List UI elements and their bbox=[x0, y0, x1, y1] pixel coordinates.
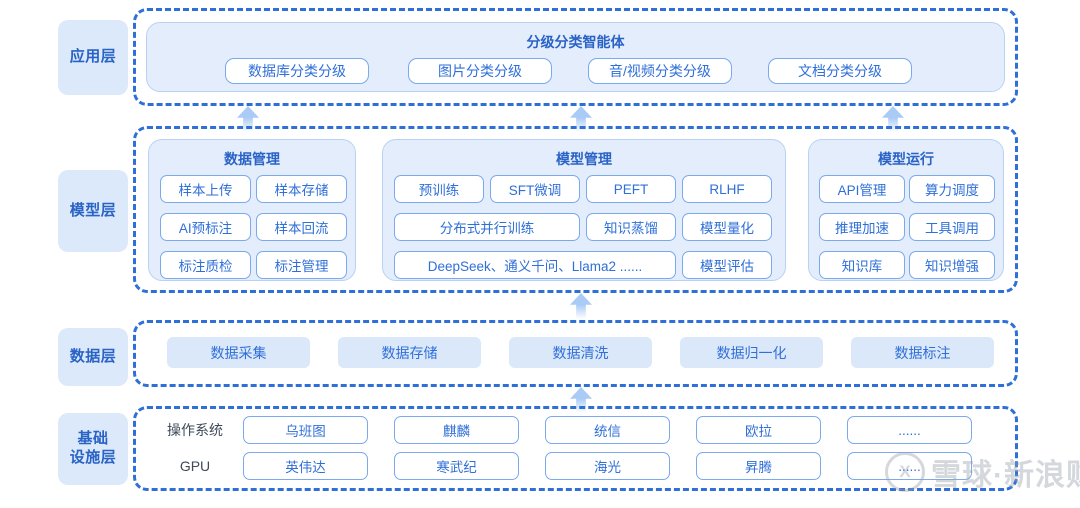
infrastructure-gpu-cambricon[interactable]: 寒武纪 bbox=[394, 452, 519, 480]
data-layer-container bbox=[133, 320, 1018, 387]
layer-label-infrastructure-line2: 设施层 bbox=[69, 449, 117, 466]
model-item-pretrain[interactable]: 预训练 bbox=[394, 175, 484, 203]
infrastructure-gpu-ascend[interactable]: 昇腾 bbox=[696, 452, 821, 480]
data-item-storage[interactable]: 数据存储 bbox=[338, 337, 481, 368]
model-item-evaluation[interactable]: 模型评估 bbox=[682, 251, 772, 279]
panel-intelligent-agent-title: 分级分类智能体 bbox=[526, 34, 625, 50]
layer-label-data: 数据层 bbox=[58, 328, 128, 386]
model-item-ai-prelabeling[interactable]: AI预标注 bbox=[160, 213, 251, 241]
app-item-document[interactable]: 文档分类分级 bbox=[768, 58, 912, 84]
model-item-rlhf[interactable]: RLHF bbox=[682, 175, 772, 203]
model-item-sft[interactable]: SFT微调 bbox=[490, 175, 580, 203]
model-item-foundation-models[interactable]: DeepSeek、通义千问、Llama2 ...... bbox=[394, 251, 676, 279]
model-item-distributed-training[interactable]: 分布式并行训练 bbox=[394, 213, 580, 241]
model-item-sample-upload[interactable]: 样本上传 bbox=[160, 175, 251, 203]
model-item-tool-calling[interactable]: 工具调用 bbox=[909, 213, 995, 241]
infrastructure-os-kylin[interactable]: 麒麟 bbox=[394, 416, 519, 444]
panel-data-management-title: 数据管理 bbox=[224, 151, 280, 167]
panel-model-management-title: 模型管理 bbox=[556, 151, 612, 167]
model-item-knowledge-base[interactable]: 知识库 bbox=[819, 251, 905, 279]
layer-label-infrastructure: 基础 设施层 bbox=[58, 413, 128, 485]
arrow-data-to-model bbox=[570, 293, 592, 319]
app-item-audio-video[interactable]: 音/视频分类分级 bbox=[588, 58, 732, 84]
model-item-api-management[interactable]: API管理 bbox=[819, 175, 905, 203]
model-item-inference-acceleration[interactable]: 推理加速 bbox=[819, 213, 905, 241]
infrastructure-gpu-more[interactable]: ...... bbox=[847, 452, 972, 480]
data-item-labeling[interactable]: 数据标注 bbox=[851, 337, 994, 368]
infrastructure-gpu-nvidia[interactable]: 英伟达 bbox=[243, 452, 368, 480]
application-layer-container bbox=[133, 8, 1018, 106]
model-item-peft[interactable]: PEFT bbox=[586, 175, 676, 203]
panel-model-runtime-title: 模型运行 bbox=[878, 151, 934, 167]
data-item-normalization[interactable]: 数据归一化 bbox=[680, 337, 823, 368]
model-item-label-management[interactable]: 标注管理 bbox=[256, 251, 347, 279]
model-item-knowledge-distillation[interactable]: 知识蒸馏 bbox=[586, 213, 676, 241]
layer-label-application: 应用层 bbox=[58, 20, 128, 95]
data-item-collection[interactable]: 数据采集 bbox=[167, 337, 310, 368]
model-layer-container bbox=[133, 126, 1018, 293]
layer-label-data-text: 数据层 bbox=[69, 347, 117, 365]
layer-label-model: 模型层 bbox=[58, 170, 128, 252]
layer-label-application-text: 应用层 bbox=[69, 48, 117, 66]
infrastructure-layer-container bbox=[133, 406, 1018, 491]
infrastructure-category-gpu: GPU bbox=[179, 458, 211, 474]
model-item-sample-reflow[interactable]: 样本回流 bbox=[256, 213, 347, 241]
layer-label-model-text: 模型层 bbox=[69, 201, 117, 219]
layer-label-infrastructure-line1: 基础 bbox=[77, 430, 109, 448]
app-item-image[interactable]: 图片分类分级 bbox=[408, 58, 552, 84]
infrastructure-os-ubuntu[interactable]: 乌班图 bbox=[243, 416, 368, 444]
infrastructure-os-uos[interactable]: 统信 bbox=[545, 416, 670, 444]
model-item-label-qc[interactable]: 标注质检 bbox=[160, 251, 251, 279]
infrastructure-os-more[interactable]: ...... bbox=[847, 416, 972, 444]
infrastructure-os-openeuler[interactable]: 欧拉 bbox=[696, 416, 821, 444]
model-item-sample-storage[interactable]: 样本存储 bbox=[256, 175, 347, 203]
model-item-knowledge-augmentation[interactable]: 知识增强 bbox=[909, 251, 995, 279]
app-item-database[interactable]: 数据库分类分级 bbox=[225, 58, 369, 84]
infrastructure-gpu-hygon[interactable]: 海光 bbox=[545, 452, 670, 480]
infrastructure-category-os: 操作系统 bbox=[167, 422, 223, 438]
data-item-cleaning[interactable]: 数据清洗 bbox=[509, 337, 652, 368]
model-item-quantization[interactable]: 模型量化 bbox=[682, 213, 772, 241]
model-item-compute-scheduling[interactable]: 算力调度 bbox=[909, 175, 995, 203]
